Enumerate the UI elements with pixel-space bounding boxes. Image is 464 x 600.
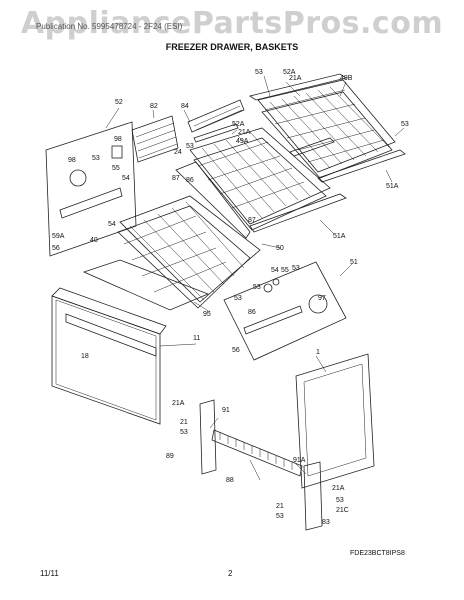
publication-header: Publication No. 5995478724 - 2F24 (ESI)	[36, 22, 183, 31]
label-53-left: 53	[92, 155, 100, 162]
divider-panel-82	[131, 115, 179, 163]
label-55-left: 55	[112, 165, 120, 172]
drawer-front-11	[51, 287, 167, 425]
label-82: 82	[150, 103, 158, 110]
label-98: 98	[68, 157, 76, 164]
label-97: 97	[318, 295, 326, 302]
page-title: FREEZER DRAWER, BASKETS	[165, 42, 299, 52]
upper-basket-49b	[257, 79, 396, 179]
label-21a-top: 21A	[289, 75, 302, 82]
label-53-top: 53	[255, 69, 263, 76]
label-53-low: 53	[180, 429, 188, 436]
label-95: 95	[203, 311, 211, 318]
label-49b: 49B	[340, 75, 353, 82]
label-88: 88	[226, 477, 234, 484]
label-59a: 59A	[52, 233, 65, 240]
label-53-bottom-left: 53	[276, 513, 284, 520]
footer-page-number: 2	[228, 569, 233, 578]
label-53-bottom: 53	[336, 497, 344, 504]
label-52a-top: 52A	[283, 69, 296, 76]
label-1: 1	[316, 349, 320, 356]
label-49a: 49A	[236, 138, 249, 145]
label-56-right: 56	[232, 347, 240, 354]
gear-rack-88	[211, 429, 303, 477]
diagram-code: FDE23BCT8IPS8	[350, 550, 405, 557]
label-50: 50	[276, 245, 284, 252]
label-74-left: 54	[108, 221, 116, 228]
bottom-basket-50	[117, 195, 261, 309]
label-40: 40	[90, 237, 98, 244]
right-slide-assembly-51	[223, 261, 347, 361]
label-91: 91	[222, 407, 230, 414]
label-21-low: 21	[180, 419, 188, 426]
label-18: 18	[81, 353, 89, 360]
label-83: 83	[322, 519, 330, 526]
label-84: 84	[181, 103, 189, 110]
watermark: AppliancePartsPros.com	[20, 6, 444, 41]
drawer-cover-95	[82, 259, 210, 311]
label-52a-mid: 52A	[232, 121, 245, 128]
label-89: 89	[166, 453, 174, 460]
door-gasket-1	[295, 353, 375, 489]
label-53-right-mid: 53	[253, 284, 261, 291]
label-52: 52	[115, 99, 123, 106]
divider-panel-84	[187, 99, 245, 133]
label-21a-bottom: 21A	[332, 485, 345, 492]
label-53-right-assy: 53	[292, 265, 300, 272]
label-53-right: 53	[401, 121, 409, 128]
label-54-right: 54	[271, 267, 279, 274]
upper-slide-rails	[249, 73, 406, 183]
bracket-91	[199, 399, 217, 475]
left-slide-assembly-52	[45, 121, 137, 257]
part-labels: 52 82 84 52A 53 21A 49B 53 51A 52A 21A 4…	[52, 69, 409, 526]
middle-slide-rails	[175, 161, 347, 239]
label-91a: 91A	[293, 457, 306, 464]
label-54-left: 54	[122, 175, 130, 182]
label-86-right: 86	[248, 309, 256, 316]
footer-date: 11/11	[40, 569, 59, 578]
label-51a-upper: 51A	[386, 183, 399, 190]
label-56-left: 56	[52, 245, 60, 252]
label-51: 51	[350, 259, 358, 266]
label-21-bottom: 21	[276, 503, 284, 510]
bracket-91a	[303, 461, 323, 531]
label-53-right-low: 53	[234, 295, 242, 302]
rail-52a	[193, 123, 239, 143]
label-87-left: 87	[172, 175, 180, 182]
label-21a-low: 21A	[172, 400, 185, 407]
label-24: 24	[174, 149, 182, 156]
label-98-left: 98	[114, 136, 122, 143]
label-21c: 21C	[336, 507, 349, 514]
label-55-right: 55	[281, 267, 289, 274]
label-21a-mid: 21A	[238, 129, 251, 136]
label-11: 11	[193, 335, 200, 342]
label-51a-mid: 51A	[333, 233, 346, 240]
middle-basket-49a	[189, 127, 331, 231]
label-86-mid: 86	[186, 177, 194, 184]
label-87-mid: 87	[248, 217, 256, 224]
leader-lines	[105, 75, 405, 481]
label-53-mid: 53	[186, 143, 194, 150]
